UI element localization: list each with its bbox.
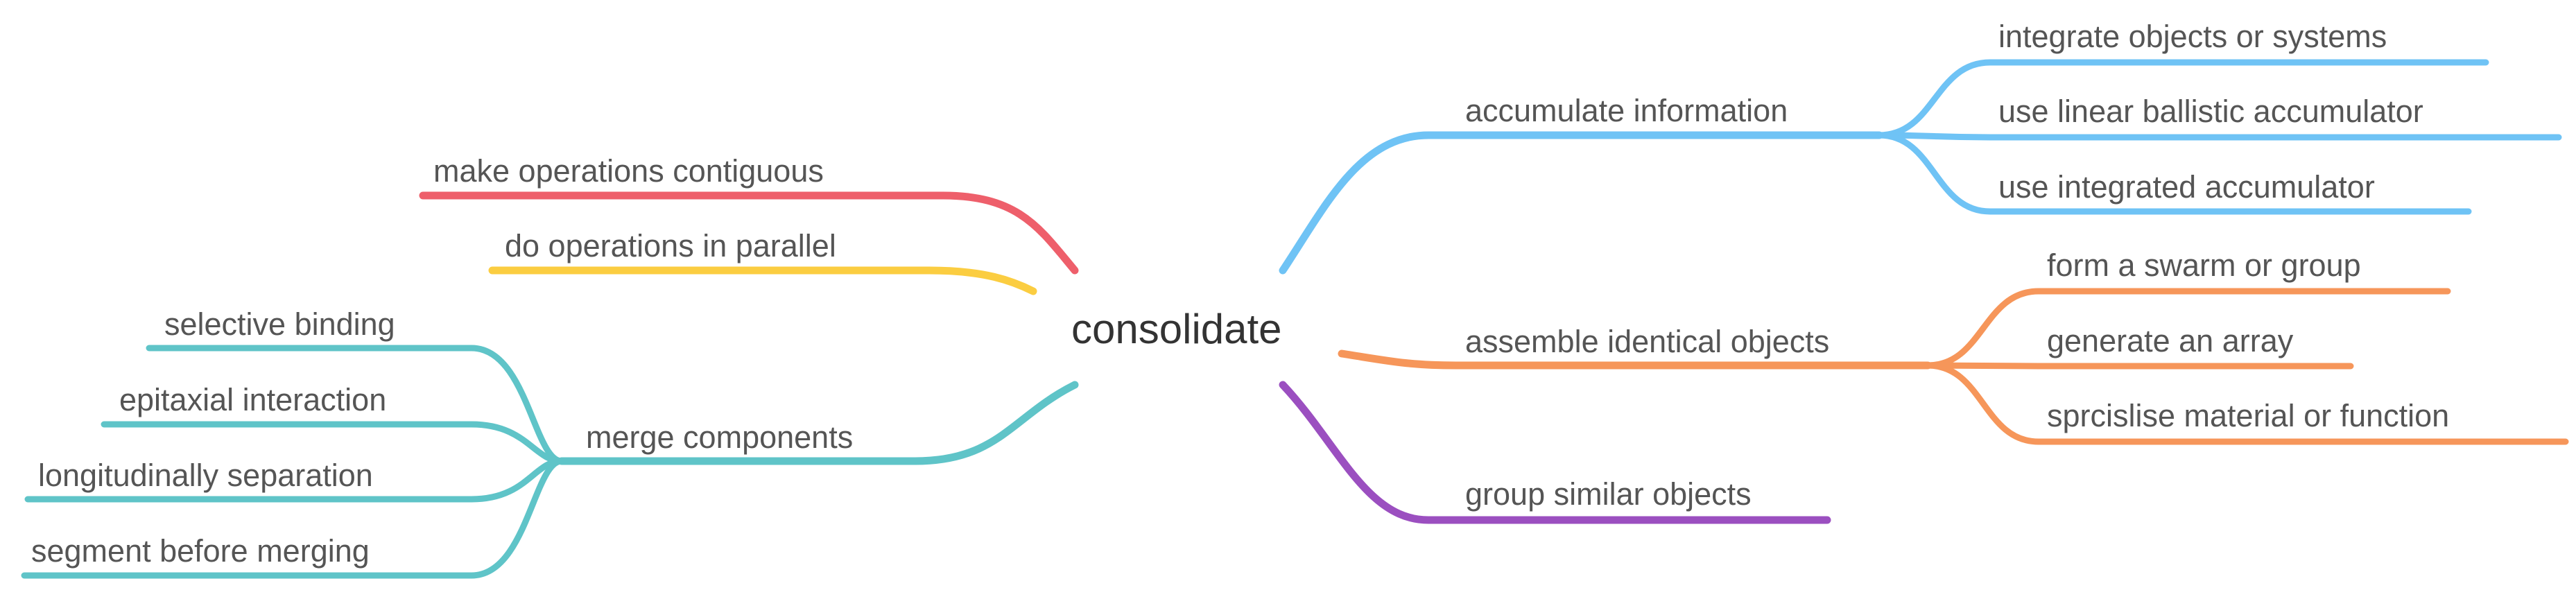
leaf-selective-binding[interactable]: selective binding	[164, 306, 395, 342]
connector-epitaxial-interaction	[101, 421, 565, 465]
branch-make-contiguous[interactable]: make operations contiguous	[433, 153, 824, 189]
branch-assemble-identical[interactable]: assemble identical objects	[1465, 324, 1829, 359]
connector-selective-binding	[146, 345, 565, 465]
branch-accumulate-information[interactable]: accumulate information	[1465, 93, 1788, 128]
connector-form-swarm	[1924, 288, 2451, 369]
connector-sprcislise-material	[1924, 362, 2569, 445]
connector-assemble-identical	[1338, 349, 1932, 370]
leaf-epitaxial-interaction[interactable]: epitaxial interaction	[119, 382, 386, 417]
connector-group-similar	[1279, 381, 1831, 524]
leaf-integrated-accumulator[interactable]: use integrated accumulator	[1998, 169, 2375, 205]
connector-integrate-objects	[1876, 59, 2489, 139]
leaf-sprcislise-material[interactable]: sprcislise material or function	[2047, 398, 2449, 433]
branch-merge-components[interactable]: merge components	[586, 419, 853, 455]
connector-linear-ballistic	[1876, 132, 2562, 141]
connector-make-contiguous	[419, 191, 1079, 275]
leaf-linear-ballistic[interactable]: use linear ballistic accumulator	[1998, 94, 2423, 129]
leaf-longitudinally-separation[interactable]: longitudinally separation	[38, 458, 373, 493]
branch-do-parallel[interactable]: do operations in parallel	[505, 228, 836, 263]
connector-generate-array	[1924, 362, 2354, 370]
branch-group-similar[interactable]: group similar objects	[1465, 476, 1752, 512]
connector-merge-components	[557, 381, 1079, 465]
leaf-generate-array[interactable]: generate an array	[2047, 323, 2294, 358]
leaf-segment-before-merging[interactable]: segment before merging	[31, 533, 370, 569]
connector-do-parallel	[488, 266, 1037, 295]
leaf-integrate-objects[interactable]: integrate objects or systems	[1998, 19, 2387, 54]
connector-integrated-accumulator	[1876, 132, 2472, 215]
connector-accumulate-information	[1279, 131, 1883, 275]
leaf-form-swarm[interactable]: form a swarm or group	[2047, 248, 2361, 283]
central-topic[interactable]: consolidate	[1071, 306, 1282, 352]
connector-segment-before-merging	[21, 458, 565, 579]
